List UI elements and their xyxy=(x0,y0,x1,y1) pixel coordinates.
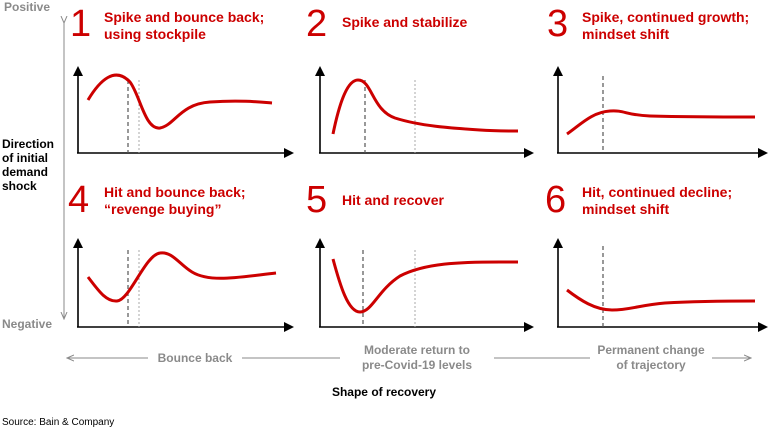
y-axis-title: Direction of initial demand shock xyxy=(2,136,55,194)
panel-6-title-line-2: mindset shift xyxy=(582,201,670,217)
panel-2-title: Spike and stabilize xyxy=(342,14,467,31)
panel-5-title: Hit and recover xyxy=(342,192,444,209)
y-axis-title-line-4: shock xyxy=(2,179,37,193)
x-axis-middle-label-line-1: Moderate return to xyxy=(363,343,470,357)
x-axis-left-label: Bounce back xyxy=(148,351,242,366)
panel-6-chart xyxy=(553,238,768,332)
panel-6-curve xyxy=(566,288,756,312)
y-axis-positive-label: Positive xyxy=(4,0,51,14)
panel-2-title-line-1: Spike and stabilize xyxy=(342,14,468,30)
panel-3-title: Spike, continued growth; mindset shift xyxy=(582,9,749,43)
panel-1-title: Spike and bounce back; using stockpile xyxy=(104,9,264,43)
panel-5-number: 5 xyxy=(306,179,328,221)
panel-4-title: Hit and bounce back; “revenge buying” xyxy=(104,184,246,218)
y-axis-title-line-1: Direction xyxy=(2,137,55,151)
panel-1-chart xyxy=(73,66,294,158)
panel-4-number: 4 xyxy=(68,179,90,221)
panel-4-curve xyxy=(86,251,277,303)
y-axis-negative-label: Negative xyxy=(2,317,53,331)
panel-6-title: Hit, continued decline; mindset shift xyxy=(582,184,732,218)
panel-3-title-line-2: mindset shift xyxy=(582,26,670,42)
panel-4-chart xyxy=(73,238,294,332)
panel-5-curve xyxy=(331,258,518,314)
x-axis-middle-label-line-2: pre-Covid-19 levels xyxy=(361,358,473,372)
panel-3-chart xyxy=(553,66,768,158)
x-axis-right-label-line-2: of trajectory xyxy=(616,358,686,372)
panel-3-curve xyxy=(566,109,756,136)
x-axis-title: Shape of recovery xyxy=(331,385,437,399)
x-axis-middle-label: Moderate return to pre-Covid-19 levels xyxy=(342,343,492,373)
panel-6-number: 6 xyxy=(545,179,567,221)
panel-2-number: 2 xyxy=(306,3,328,45)
x-axis-right-label-line-1: Permanent change xyxy=(597,343,705,357)
panel-1-title-line-2: using stockpile xyxy=(104,26,206,42)
panel-1-curve xyxy=(86,73,273,130)
panel-1-title-line-1: Spike and bounce back; xyxy=(104,9,265,25)
panel-5-chart xyxy=(315,238,534,332)
panel-3-number: 3 xyxy=(547,3,569,45)
source-note: Source: Bain & Company xyxy=(2,417,115,428)
panel-2-chart xyxy=(315,66,534,158)
x-axis-right-label: Permanent change of trajectory xyxy=(592,343,710,373)
panel-6-title-line-1: Hit, continued decline; xyxy=(582,184,733,200)
panel-2-curve xyxy=(331,78,519,135)
y-axis-title-line-2: of initial xyxy=(2,151,48,165)
panel-3-title-line-1: Spike, continued growth; xyxy=(582,9,750,25)
panel-4-title-line-2: “revenge buying” xyxy=(104,201,222,217)
y-axis-title-line-3: demand xyxy=(2,165,49,179)
panel-1-number: 1 xyxy=(70,3,92,45)
panel-5-title-line-1: Hit and recover xyxy=(342,192,444,208)
panel-4-title-line-1: Hit and bounce back; xyxy=(104,184,246,200)
